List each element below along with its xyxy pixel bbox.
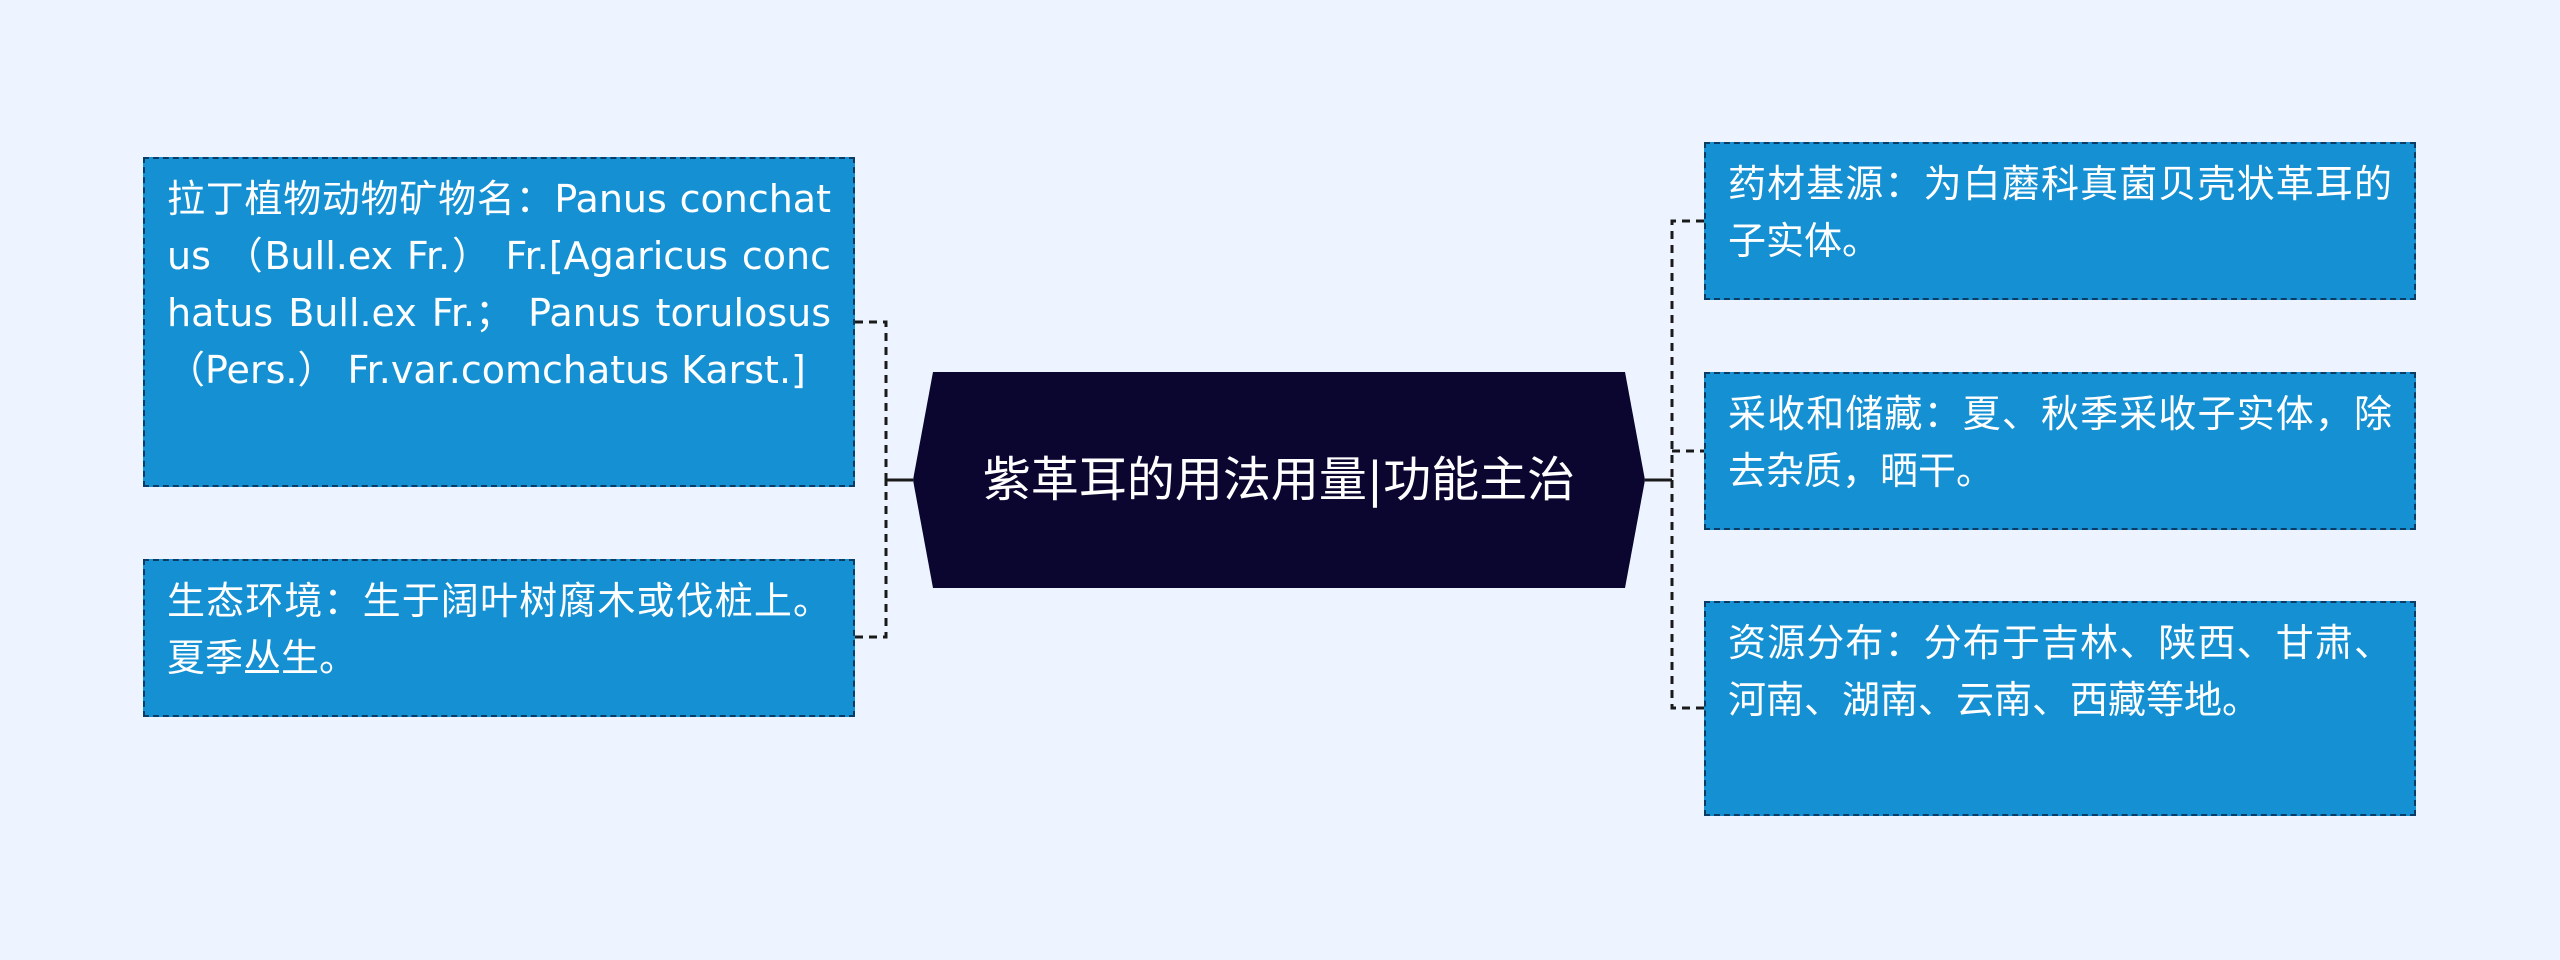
connector-left-eco xyxy=(855,480,888,639)
connector-right-src xyxy=(1670,219,1704,480)
central-topic-title: 紫革耳的用法用量|功能主治 xyxy=(982,452,1576,508)
topic-latin-name[interactable]: 拉丁植物动物矿物名：Panus conchatus （Bull.ex Fr.） … xyxy=(143,157,855,487)
topic-ecology[interactable]: 生态环境：生于阔叶树腐木或伐桩上。夏季丛生。 xyxy=(143,559,855,717)
connector-left-latin xyxy=(855,320,888,480)
topic-source[interactable]: 药材基源：为白蘑科真菌贝壳状革耳的子实体。 xyxy=(1704,142,2416,300)
connector-right-dist xyxy=(1670,480,1704,710)
central-topic-shape xyxy=(913,372,1645,588)
central-topic[interactable]: 紫革耳的用法用量|功能主治 xyxy=(913,372,1645,588)
topic-harvest-storage[interactable]: 采收和储藏：夏、秋季采收子实体，除去杂质，晒干。 xyxy=(1704,372,2416,530)
topic-distribution[interactable]: 资源分布：分布于吉林、陕西、甘肃、河南、湖南、云南、西藏等地。 xyxy=(1704,601,2416,816)
